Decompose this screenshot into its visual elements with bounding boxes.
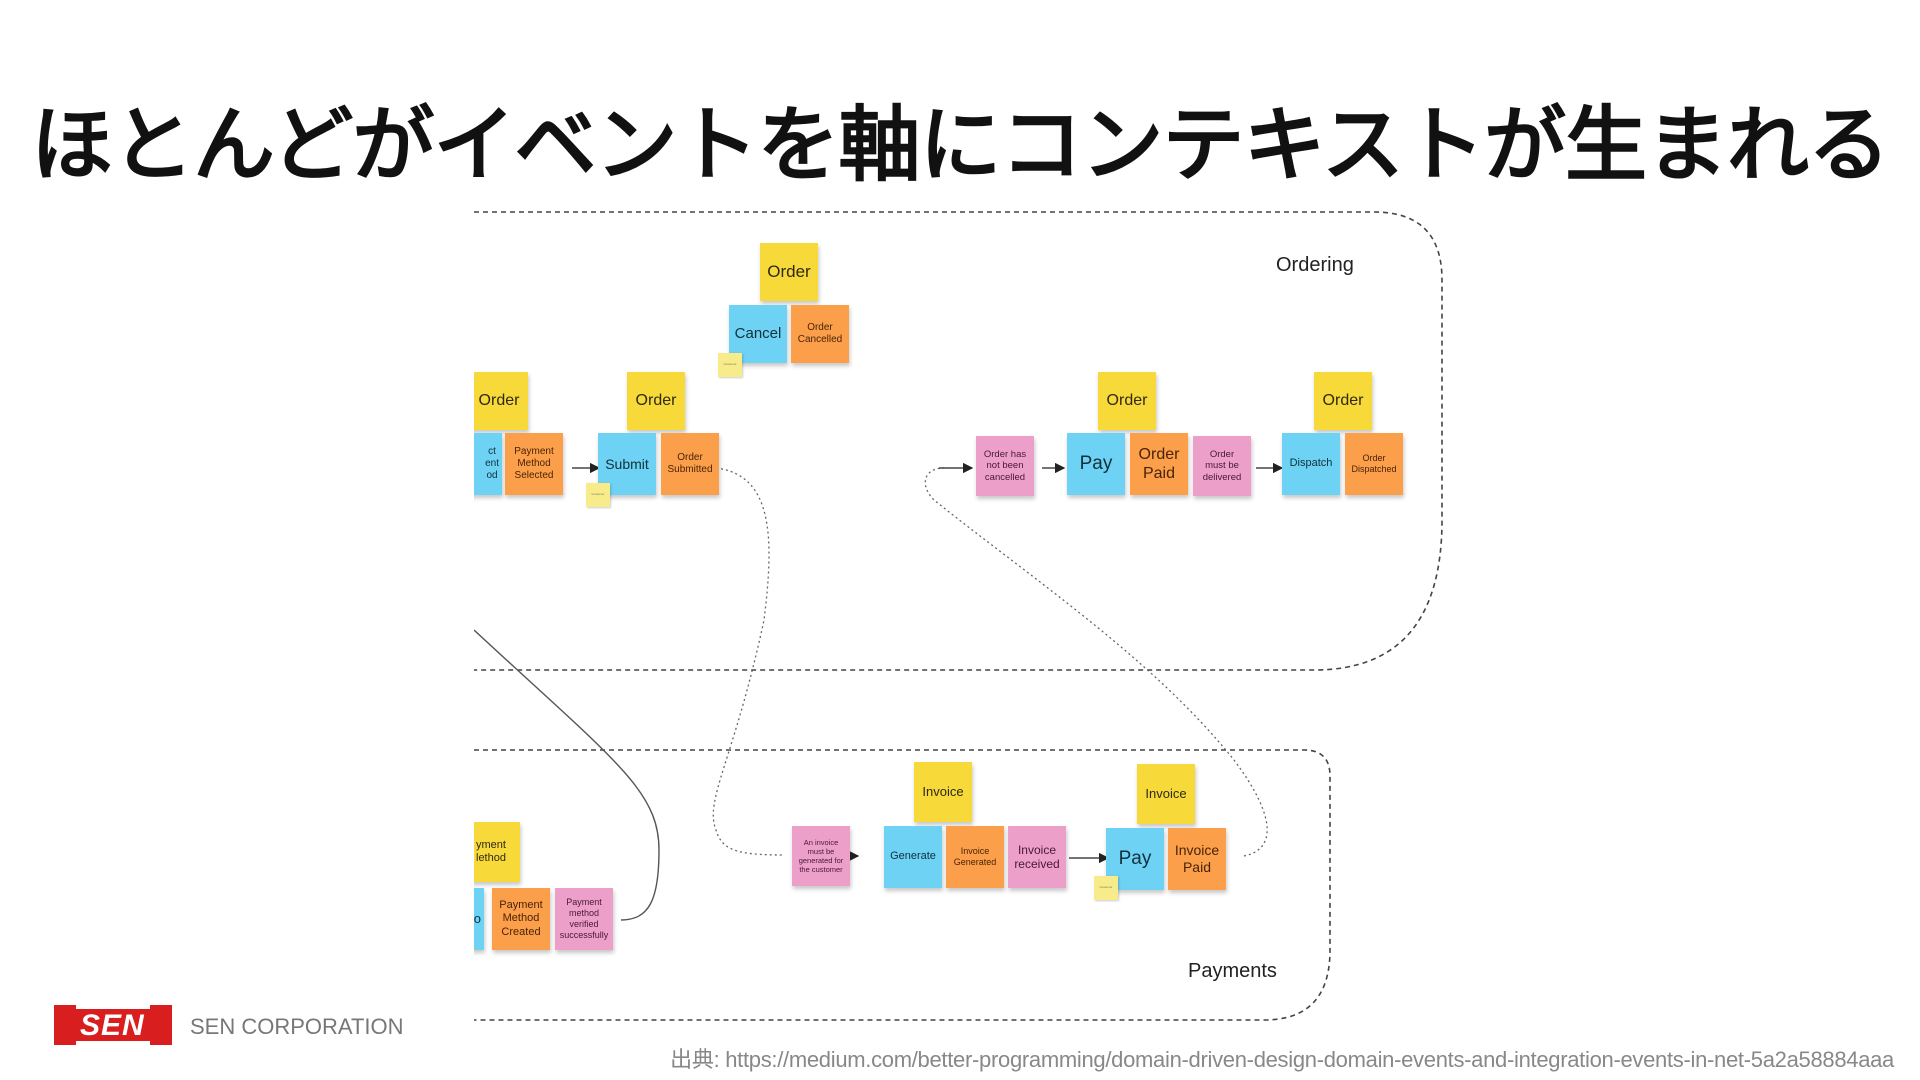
command-generate-sticky: Generate: [884, 826, 942, 888]
source-citation: 出典: https://medium.com/better-programmin…: [670, 1047, 1894, 1072]
aggregate-payment-method-sticky: yment lethod: [474, 822, 520, 882]
actor-customer-sticky: Customer: [586, 483, 610, 507]
aggregate-order-sticky: Order: [760, 243, 818, 301]
event-invoice-paid-sticky: Invoice Paid: [1168, 828, 1226, 890]
command-pay-sticky: Pay: [1067, 433, 1125, 495]
event-order-dispatched-sticky: Order Dispatched: [1345, 433, 1403, 495]
command-select-payment-sticky: ct ent od: [474, 433, 502, 495]
policy-order-must-be-delivered-sticky: Order must be delivered: [1193, 436, 1251, 496]
actor-customer-sticky: Customer: [1094, 876, 1118, 900]
context-boundaries: [474, 211, 1443, 1021]
policy-invoice-must-be-generated-sticky: An invoice must be generated for the cus…: [792, 826, 850, 886]
event-payment-method-selected-sticky: Payment Method Selected: [505, 433, 563, 495]
policy-order-not-cancelled-sticky: Order has not been cancelled: [976, 436, 1034, 496]
aggregate-order-sticky: Order: [1314, 372, 1372, 430]
context-label-ordering: Ordering: [1276, 254, 1354, 276]
context-label-payments: Payments: [1188, 960, 1277, 982]
ordering-boundary: [474, 211, 1443, 671]
aggregate-order-sticky: Order: [627, 372, 685, 430]
connector-invoice-paid-to-order: [924, 467, 1268, 857]
aggregate-invoice-sticky: Invoice: [1137, 764, 1195, 824]
command-cancel-sticky: Cancel: [729, 305, 787, 363]
policy-invoice-received-sticky: Invoice received: [1008, 826, 1066, 888]
event-order-cancelled-sticky: Order Cancelled: [791, 305, 849, 363]
aggregate-order-sticky: Order: [1098, 372, 1156, 430]
logo-wordmark: SEN: [80, 1009, 145, 1042]
event-order-paid-sticky: Order Paid: [1130, 433, 1188, 495]
aggregate-order-sticky: Order: [474, 372, 528, 430]
event-order-submitted-sticky: Order Submitted: [661, 433, 719, 495]
actor-customer-sticky: Customer: [718, 353, 742, 377]
connector-payment-verified: [474, 629, 660, 921]
slide-title: ほとんどがイベントを軸にコンテキストが生まれる: [30, 98, 1890, 193]
event-invoice-generated-sticky: Invoice Generated: [946, 826, 1004, 888]
sen-logo: SEN: [54, 1005, 172, 1045]
command-create-payment-method-sticky: o: [474, 888, 484, 950]
aggregate-invoice-sticky: Invoice: [914, 762, 972, 822]
event-payment-method-created-sticky: Payment Method Created: [492, 888, 550, 950]
connector-submitted-to-invoice: [712, 467, 785, 856]
policy-payment-method-verified-sticky: Payment method verified successfully: [555, 888, 613, 950]
event-storming-diagram: Ordering Payments Order Cancel Order Can…: [474, 200, 1484, 1030]
command-dispatch-sticky: Dispatch: [1282, 433, 1340, 495]
company-name: SEN CORPORATION: [190, 1014, 404, 1039]
